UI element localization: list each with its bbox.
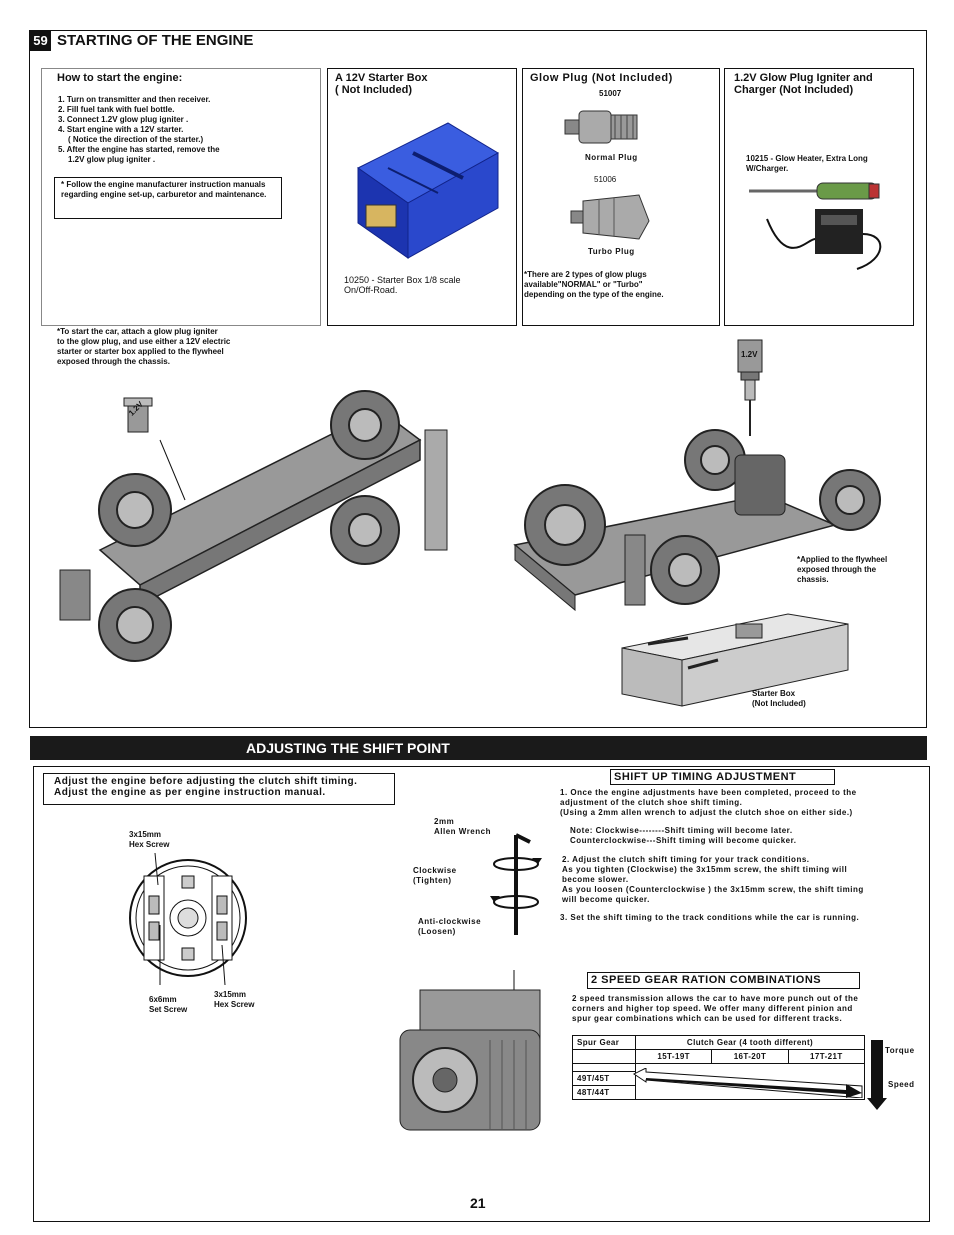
shift-up-p3: 3. Set the shift timing to the track con… [560, 913, 860, 922]
car-right-illustration [513, 429, 881, 612]
car-left-illustration [59, 390, 448, 662]
shift-up-note: Note: Clockwise--------Shift timing will… [570, 826, 797, 845]
page-number: 21 [470, 1195, 486, 1211]
clutch-leader-lines [154, 852, 226, 986]
normal-plug-image [564, 110, 638, 144]
igniter-heading: 1.2V Glow Plug Igniter and Charger (Not … [734, 72, 873, 96]
igniter-image [749, 182, 882, 270]
turbo-plug-code: 51006 [594, 175, 617, 184]
starter-box-label: Starter Box (Not Included) [752, 689, 806, 708]
step-5: 5. After the engine has started, remove … [58, 145, 220, 154]
starter-box-heading: A 12V Starter Box ( Not Included) [335, 72, 428, 96]
manual-note: * Follow the engine manufacturer instruc… [54, 177, 282, 219]
torque-label: Torque [885, 1046, 915, 1055]
engine-image [399, 970, 541, 1131]
step-1: 1. Turn on transmitter and then receiver… [58, 95, 211, 104]
glow-plug-note: *There are 2 types of glow plugs availab… [524, 270, 664, 299]
igniter-tag-right: 1.2V [741, 350, 758, 359]
clutch-col-1: 15T-19T [634, 1049, 713, 1064]
torque-speed-arrow [867, 1040, 887, 1110]
label-hex-screw-bottom: 3x15mm Hex Screw [214, 990, 255, 1009]
allen-wrench-image [490, 833, 542, 935]
step-2: 2. Fill fuel tank with fuel bottle. [58, 105, 175, 114]
starter-box-drawing [621, 613, 849, 707]
step-5-cont: 1.2V glow plug igniter . [68, 155, 156, 164]
normal-plug-code: 51007 [599, 89, 622, 98]
igniter-caption: 10215 - Glow Heater, Extra Long W/Charge… [746, 154, 868, 173]
clutch-gear-header: Clutch Gear (4 tooth different) [635, 1035, 865, 1050]
clutch-col-2: 16T-20T [711, 1049, 789, 1064]
wheels [98, 390, 400, 662]
starter-box-panel: A 12V Starter Box ( Not Included) 10250 … [327, 68, 517, 326]
label-hex-screw-top: 3x15mm Hex Screw [129, 830, 170, 849]
step-3: 3. Connect 1.2V glow plug igniter . [58, 115, 189, 124]
spur-row-2: 48T/44T [572, 1085, 636, 1100]
section-starting-engine [29, 30, 927, 728]
section-number: 59 [30, 31, 51, 51]
igniter-panel: 1.2V Glow Plug Igniter and Charger (Not … [724, 68, 914, 326]
step-4-note: ( Notice the direction of the starter.) [68, 135, 204, 144]
turbo-plug-label: Turbo Plug [588, 247, 635, 256]
clutch-diagram [129, 859, 247, 977]
spur-row-1: 49T/45T [572, 1071, 636, 1086]
igniter-right-image [737, 339, 763, 436]
adjust-notice: Adjust the engine before adjusting the c… [43, 773, 395, 805]
gear-arrow [633, 1068, 863, 1098]
label-allen-wrench: 2mm Allen Wrench [434, 817, 491, 836]
clutch-col-3: 17T-21T [787, 1049, 866, 1064]
shift-point-header [30, 736, 927, 760]
shift-up-p1: 1. Once the engine adjustments have been… [560, 788, 857, 817]
section-shift-point [33, 766, 930, 1222]
how-to-steps: 1. Turn on transmitter and then receiver… [58, 95, 313, 165]
shift-up-heading: SHIFT UP TIMING ADJUSTMENT [610, 769, 835, 785]
gear-heading: 2 SPEED GEAR RATION COMBINATIONS [587, 972, 860, 989]
shift-up-p2: 2. Adjust the clutch shift timing for yo… [562, 855, 864, 904]
starter-box-caption: 10250 - Starter Box 1/8 scale On/Off-Roa… [344, 275, 461, 295]
section-title: STARTING OF THE ENGINE [57, 32, 254, 49]
label-clockwise: Clockwise (Tighten) [413, 866, 457, 885]
step-4: 4. Start engine with a 12V starter. [58, 125, 184, 134]
label-set-screw: 6x6mm Set Screw [149, 995, 188, 1014]
normal-plug-label: Normal Plug [585, 153, 638, 162]
gear-description: 2 speed transmission allows the car to h… [572, 994, 859, 1023]
spur-gear-header: Spur Gear [572, 1035, 636, 1050]
glow-plug-heading: Glow Plug (Not Included) [530, 72, 673, 84]
how-to-start-panel: How to start the engine: 1. Turn on tran… [41, 68, 321, 326]
note-right: *Applied to the flywheel exposed through… [797, 555, 888, 584]
speed-label: Speed [888, 1080, 915, 1089]
how-to-heading: How to start the engine: [57, 72, 183, 84]
spur-empty [572, 1049, 636, 1064]
shift-point-title: ADJUSTING THE SHIFT POINT [246, 740, 450, 756]
note-left: *To start the car, attach a glow plug ig… [57, 327, 231, 366]
glow-plug-panel: Glow Plug (Not Included) 51007 Normal Pl… [522, 68, 720, 326]
starter-box-image [357, 122, 499, 259]
label-anticlockwise: Anti-clockwise (Loosen) [418, 917, 482, 936]
turbo-plug-image [570, 194, 650, 240]
